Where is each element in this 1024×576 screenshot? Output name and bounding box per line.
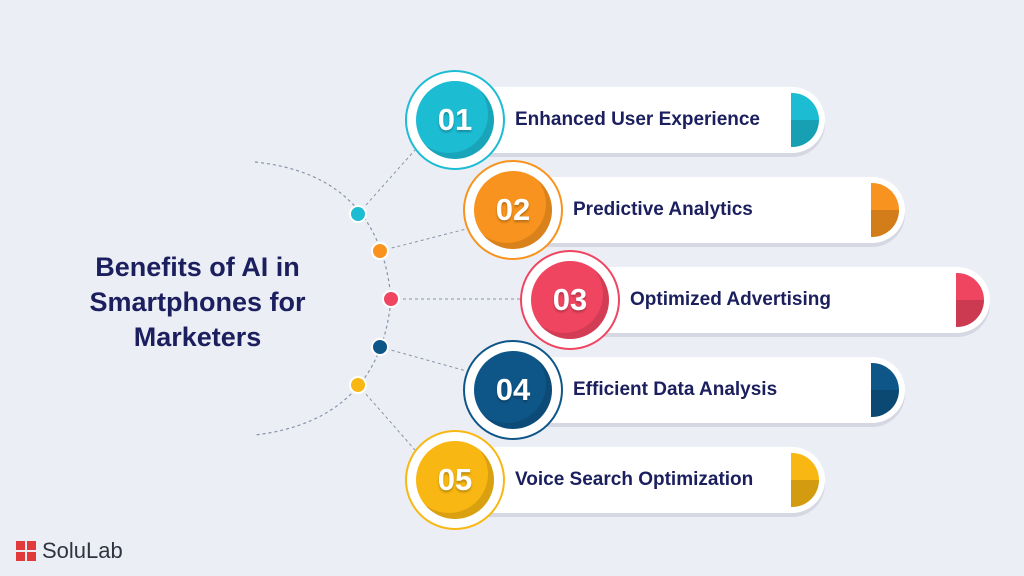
connector-02 bbox=[379, 227, 471, 252]
number-badge: 04 bbox=[463, 340, 563, 440]
title-line: Marketers bbox=[133, 322, 262, 352]
number-badge: 03 bbox=[520, 250, 620, 350]
benefit-label: Optimized Advertising bbox=[630, 289, 831, 310]
benefit-label: Enhanced User Experience bbox=[515, 109, 760, 130]
benefit-card: Enhanced User Experience bbox=[455, 87, 825, 153]
benefit-label: Efficient Data Analysis bbox=[573, 379, 778, 400]
connector-01 bbox=[357, 149, 416, 215]
number-badge: 02 bbox=[463, 160, 563, 260]
card-accent-tab bbox=[956, 273, 984, 327]
connector-dot bbox=[349, 205, 367, 223]
connector-04 bbox=[379, 346, 471, 373]
logo-text: SoluLab bbox=[42, 538, 123, 563]
card-accent-tab bbox=[871, 183, 899, 237]
benefit-card: Voice Search Optimization bbox=[455, 447, 825, 513]
benefit-card: Efficient Data Analysis bbox=[513, 357, 905, 423]
logo-icon bbox=[16, 541, 36, 561]
badge-number: 04 bbox=[474, 351, 552, 429]
number-badge: 01 bbox=[405, 70, 505, 170]
connector-dot bbox=[382, 290, 400, 308]
badge-number: 01 bbox=[416, 81, 494, 159]
card-accent-tab bbox=[791, 93, 819, 147]
badge-number: 05 bbox=[416, 441, 494, 519]
solulab-logo: SoluLab bbox=[16, 538, 123, 564]
title-line: Benefits of AI in bbox=[95, 252, 300, 282]
card-accent-tab bbox=[791, 453, 819, 507]
benefit-label: Predictive Analytics bbox=[573, 199, 753, 220]
page-title: Benefits of AI in Smartphones for Market… bbox=[50, 250, 345, 355]
card-accent-tab bbox=[871, 363, 899, 417]
title-line: Smartphones for bbox=[89, 287, 306, 317]
benefit-card: Optimized Advertising bbox=[570, 267, 990, 333]
connector-dot bbox=[371, 338, 389, 356]
connector-dot bbox=[349, 376, 367, 394]
connector-dot bbox=[371, 242, 389, 260]
badge-number: 03 bbox=[531, 261, 609, 339]
badge-number: 02 bbox=[474, 171, 552, 249]
connector-05 bbox=[357, 384, 416, 451]
benefit-card: Predictive Analytics bbox=[513, 177, 905, 243]
benefit-label: Voice Search Optimization bbox=[515, 469, 754, 490]
number-badge: 05 bbox=[405, 430, 505, 530]
